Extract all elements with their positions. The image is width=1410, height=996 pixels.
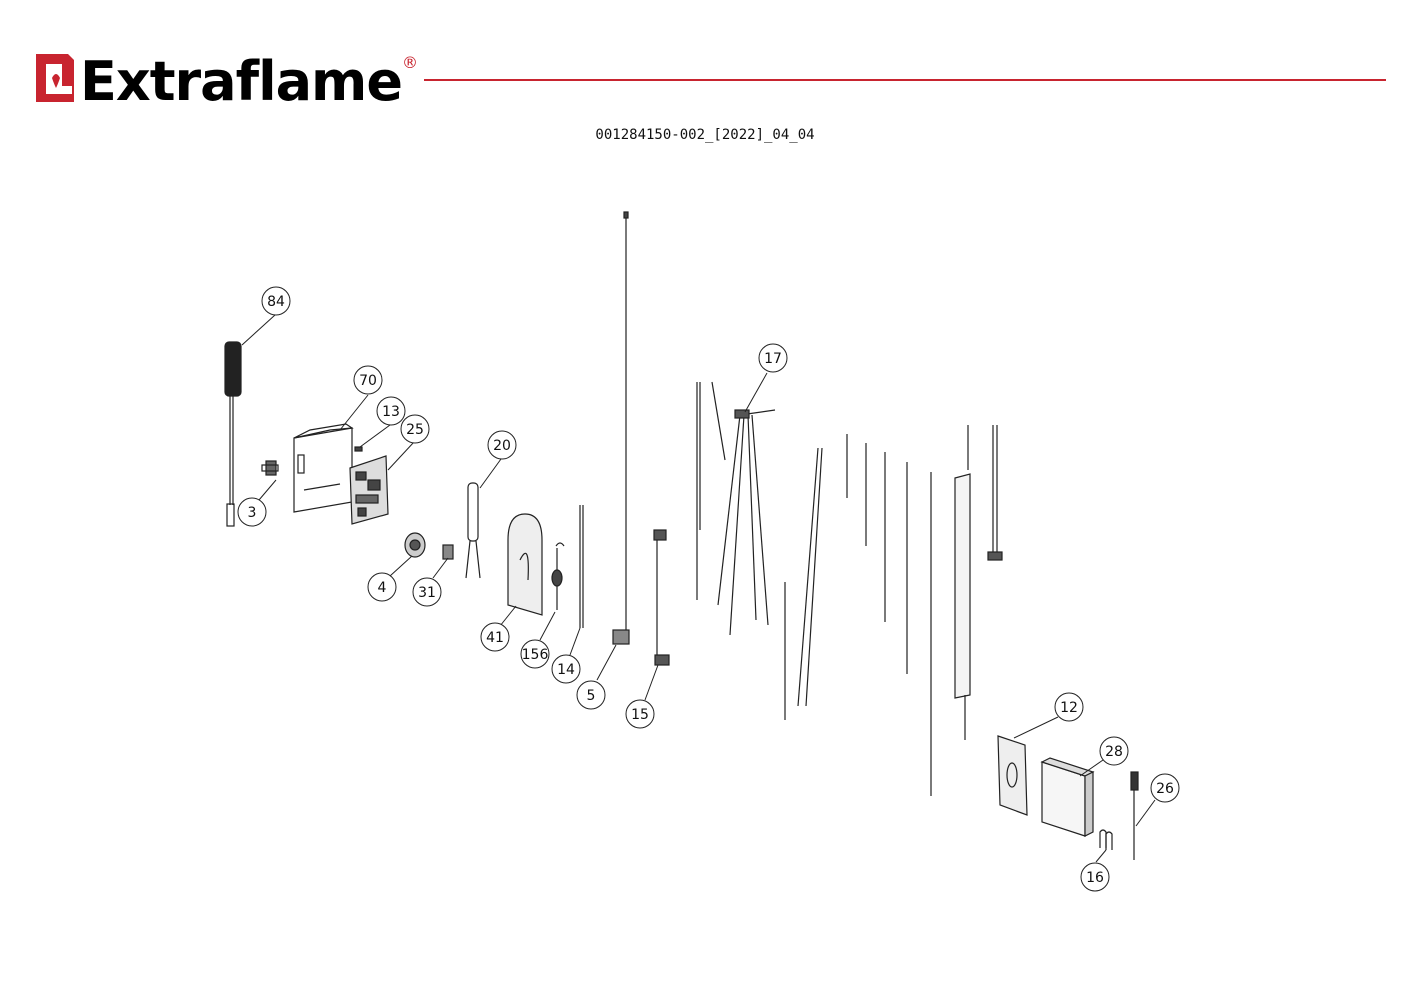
svg-text:26: 26: [1156, 781, 1174, 797]
callout-25: 25: [400, 414, 430, 444]
callout-20: 20: [487, 430, 517, 460]
svg-text:17: 17: [764, 351, 782, 367]
callout-4: 4: [367, 572, 397, 602]
svg-text:14: 14: [557, 662, 575, 678]
svg-text:20: 20: [493, 438, 511, 454]
part-17-wiring-harness: [696, 381, 823, 720]
part-28-manual: [1040, 757, 1095, 837]
part-16-clip: [1099, 829, 1113, 850]
right-harness: [967, 425, 1003, 561]
callout-70: 70: [353, 365, 383, 395]
callout-26: 26: [1150, 773, 1180, 803]
svg-text:84: 84: [267, 294, 285, 310]
callout-14: 14: [551, 654, 581, 684]
part-3-switch: [261, 460, 279, 476]
svg-text:5: 5: [587, 688, 596, 704]
part-70-bracket: [293, 423, 354, 513]
part-13-clip: [354, 446, 363, 452]
leader-lines: [241, 314, 1156, 863]
document-code: 001284150-002_[2022]_04_04: [595, 127, 815, 143]
vertical-cables: [846, 434, 932, 796]
page-header: Extraflame ®: [0, 0, 1410, 120]
callout-15: 15: [625, 699, 655, 729]
callout-156: 156: [520, 639, 550, 669]
callout-28: 28: [1099, 736, 1129, 766]
part-156-sensor: [551, 542, 565, 610]
part-5-connector: [612, 629, 630, 645]
svg-text:4: 4: [378, 580, 387, 596]
svg-text:156: 156: [522, 647, 549, 663]
part-4-pressure-switch: [404, 532, 426, 558]
svg-text:25: 25: [406, 422, 424, 438]
part-41-cover-plate: [507, 513, 543, 616]
callout-41: 41: [480, 622, 510, 652]
part-26-probe: [1130, 771, 1139, 860]
part-25-electronic-board: [349, 455, 389, 525]
callouts: 84 70 13 25 3 20 4 31: [237, 286, 1180, 892]
callout-3: 3: [237, 497, 267, 527]
svg-text:3: 3: [248, 505, 257, 521]
callout-31: 31: [412, 577, 442, 607]
heating-strip: [954, 473, 971, 740]
callout-13: 13: [376, 396, 406, 426]
svg-text:31: 31: [418, 585, 436, 601]
part-20-cartridge: [465, 482, 481, 579]
part-14-rod: [579, 505, 584, 628]
callout-17: 17: [758, 343, 788, 373]
svg-text:13: 13: [382, 404, 400, 420]
callout-84: 84: [261, 286, 291, 316]
svg-text:28: 28: [1105, 744, 1123, 760]
svg-text:70: 70: [359, 373, 377, 389]
callout-12: 12: [1054, 692, 1084, 722]
brand-name: Extraflame: [80, 50, 402, 108]
flame-mark-icon: [36, 54, 74, 102]
svg-text:41: 41: [486, 630, 504, 646]
extraflame-logo: Extraflame ®: [36, 50, 418, 108]
part-12-label: [997, 735, 1028, 816]
part-31-connector: [442, 544, 454, 560]
callout-5: 5: [576, 680, 606, 710]
svg-text:15: 15: [631, 707, 649, 723]
long-cable: [623, 211, 629, 630]
svg-text:12: 12: [1060, 700, 1078, 716]
registered-mark: ®: [402, 53, 418, 72]
svg-text:16: 16: [1086, 870, 1104, 886]
header-rule: [424, 79, 1386, 81]
part-15-cable: [653, 529, 670, 666]
part-84-igniter: [224, 341, 242, 527]
callout-16: 16: [1080, 862, 1110, 892]
